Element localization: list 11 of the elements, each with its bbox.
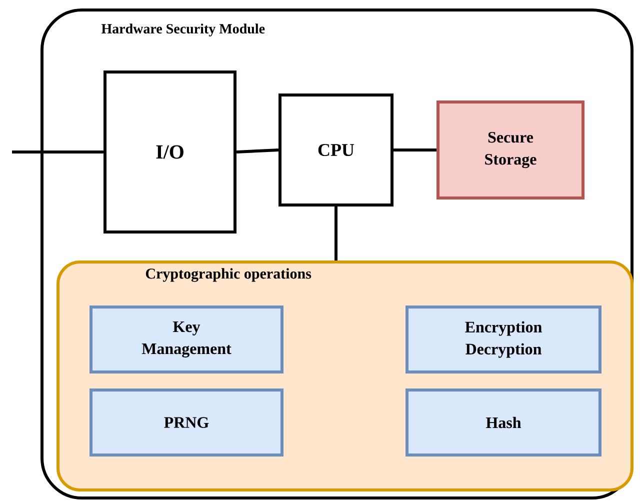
storage-box: Secure Storage <box>436 100 584 200</box>
operation-box: Encryption Decryption <box>406 306 602 374</box>
operation-box: PRNG <box>90 388 284 456</box>
operation-box: Key Management <box>90 306 284 374</box>
component-box: CPU <box>278 94 394 206</box>
connector-line <box>334 206 338 260</box>
operation-box: Hash <box>406 388 602 456</box>
connector-line <box>236 148 279 154</box>
component-box: I/O <box>104 70 236 234</box>
connector-line <box>394 148 436 152</box>
connector-line <box>12 150 104 154</box>
